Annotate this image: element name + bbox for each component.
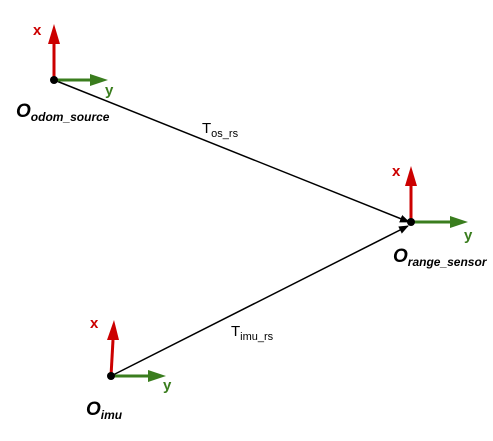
- x-axis-arrowhead: [107, 320, 119, 340]
- frame-label: Oimu: [86, 399, 123, 422]
- y-axis-arrowhead: [90, 74, 108, 86]
- transform-arrow-imu-rs: [110, 225, 409, 377]
- frame-range-sensor: x y Orange_sensor: [392, 163, 488, 269]
- transform-label-imu-rs: Timu_rs: [231, 323, 274, 343]
- x-axis-label: x: [392, 163, 401, 180]
- y-axis-label: y: [105, 82, 114, 99]
- x-axis-arrow: [109, 339, 115, 377]
- y-axis-arrowhead: [450, 216, 468, 228]
- x-axis-arrowhead: [48, 24, 60, 44]
- origin-dot: [50, 76, 58, 84]
- frame-imu: x y Oimu: [86, 315, 172, 422]
- x-axis-label: x: [90, 315, 99, 332]
- frame-odom-source: x y Oodom_source: [16, 22, 114, 124]
- transform-arrow-os-rs: [53, 79, 410, 223]
- x-axis-label: x: [33, 22, 42, 39]
- transform-label-os-rs: Tos_rs: [202, 120, 239, 140]
- origin-dot: [407, 218, 415, 226]
- y-axis-label: y: [464, 227, 473, 244]
- frame-label: Oodom_source: [16, 101, 110, 124]
- y-axis-arrowhead: [148, 370, 166, 382]
- frame-label: Orange_sensor: [393, 246, 488, 269]
- x-axis-arrowhead: [405, 166, 417, 186]
- y-axis-label: y: [163, 377, 172, 394]
- origin-dot: [107, 372, 115, 380]
